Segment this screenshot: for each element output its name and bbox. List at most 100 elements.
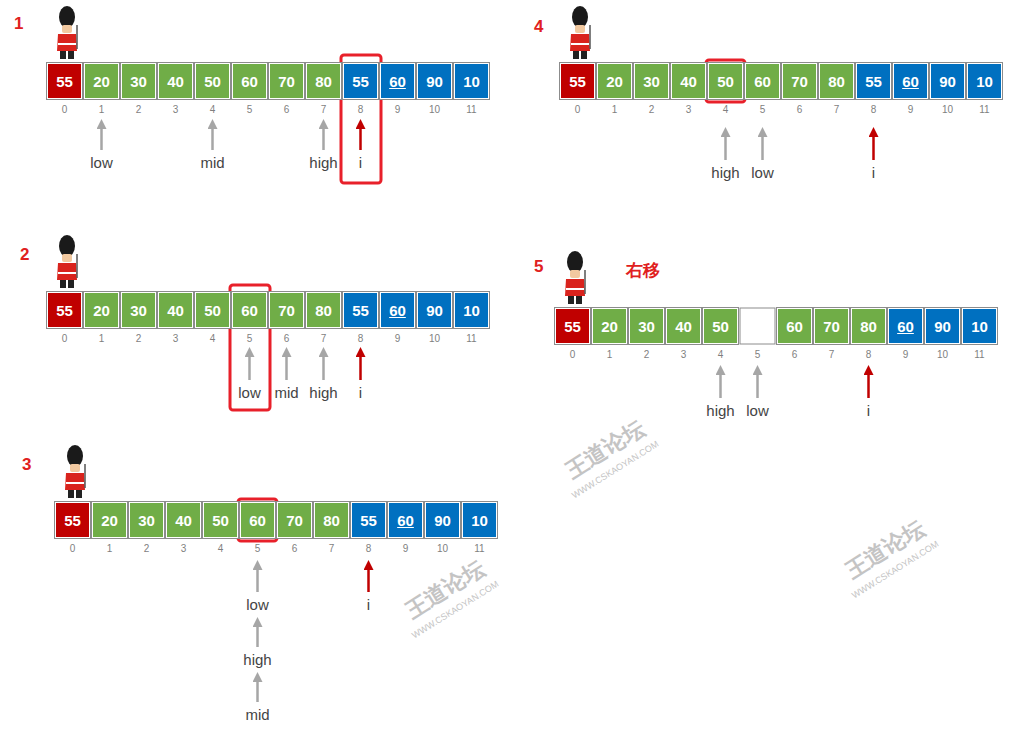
- cell-value: 90: [939, 73, 956, 90]
- cell-value: 70: [823, 318, 840, 335]
- array-cell: 20: [92, 502, 127, 538]
- cell-value: 55: [360, 512, 377, 529]
- cell-value: 30: [643, 73, 660, 90]
- array-cell: 40: [666, 308, 701, 344]
- array-index: 8: [346, 333, 376, 344]
- cell-value: 60: [786, 318, 803, 335]
- step-number: 3: [22, 455, 31, 475]
- array-cell: 50: [195, 63, 230, 99]
- array-cell: 55: [555, 308, 590, 344]
- array-index: 4: [198, 333, 228, 344]
- cell-value: 55: [64, 512, 81, 529]
- guard-icon: [57, 235, 77, 288]
- array-cell: 70: [277, 502, 312, 538]
- cell-value: 50: [712, 318, 729, 335]
- cell-value: 30: [130, 302, 147, 319]
- array-cell: 55: [55, 502, 90, 538]
- cell-value: 10: [471, 512, 488, 529]
- guard-icon: [57, 6, 77, 59]
- pointer-arrow: [322, 352, 325, 380]
- cell-value: 80: [828, 73, 845, 90]
- cell-value: 90: [434, 512, 451, 529]
- pointer-label: i: [339, 596, 399, 613]
- cell-value: 60: [241, 73, 258, 90]
- pointer-arrow: [100, 124, 103, 150]
- step-number: 5: [534, 257, 543, 277]
- pointer-label: mid: [183, 154, 243, 171]
- cell-value: 40: [175, 512, 192, 529]
- pointer-label: i: [844, 164, 904, 181]
- array-cell: 90: [925, 308, 960, 344]
- cell-value: 90: [426, 73, 443, 90]
- array-index: 9: [383, 333, 413, 344]
- array-cell: 90: [425, 502, 460, 538]
- cell-value: 40: [675, 318, 692, 335]
- array-index: 9: [896, 104, 926, 115]
- pointer-arrow: [359, 352, 362, 380]
- pointer-arrow: [867, 370, 870, 398]
- array-cell: 60: [388, 502, 423, 538]
- array-cell: 40: [671, 63, 706, 99]
- cell-value: 80: [315, 302, 332, 319]
- cell-value: 20: [606, 73, 623, 90]
- highlight-frame: [706, 60, 745, 102]
- array-cell: 10: [462, 502, 497, 538]
- array-cell: 60: [380, 292, 415, 328]
- array-index: 0: [50, 104, 80, 115]
- pointer-label: low: [733, 164, 793, 181]
- empty-cell: [740, 308, 775, 344]
- array-cell: 55: [47, 63, 82, 99]
- cell-value: 50: [212, 512, 229, 529]
- array-cell: 50: [203, 502, 238, 538]
- array-cell: 40: [158, 292, 193, 328]
- array-index: 4: [206, 543, 236, 554]
- array-cell: 60: [240, 502, 275, 538]
- array-index: 8: [854, 349, 884, 360]
- array-index: 10: [933, 104, 963, 115]
- array-cell: 60: [745, 63, 780, 99]
- array-index: 7: [822, 104, 852, 115]
- array-index: 7: [309, 333, 339, 344]
- cell-value: 55: [569, 73, 586, 90]
- array-index: 9: [391, 543, 421, 554]
- cell-value: 60: [389, 302, 406, 319]
- array-index: 2: [124, 333, 154, 344]
- array-cell: 60: [232, 63, 267, 99]
- array-index: 2: [637, 104, 667, 115]
- pointer-arrow: [248, 352, 251, 380]
- array-index: 1: [595, 349, 625, 360]
- array-index: 0: [50, 333, 80, 344]
- array-index: 3: [161, 104, 191, 115]
- array-index: 0: [563, 104, 593, 115]
- array-index: 10: [928, 349, 958, 360]
- cell-value: 55: [56, 302, 73, 319]
- array-cell: 50: [708, 63, 743, 99]
- cell-value: 10: [976, 73, 993, 90]
- array-index: 0: [558, 349, 588, 360]
- array-index: 10: [420, 104, 450, 115]
- array-cell: 70: [269, 292, 304, 328]
- cell-value: 55: [865, 73, 882, 90]
- pointer-label: high: [691, 402, 751, 419]
- array-cell: 20: [84, 63, 119, 99]
- array-cell: 60: [232, 292, 267, 328]
- cell-value: 60: [897, 318, 914, 335]
- cell-value: 60: [754, 73, 771, 90]
- cell-value: 10: [463, 302, 480, 319]
- cell-value: 70: [278, 302, 295, 319]
- cell-value: 60: [397, 512, 414, 529]
- array-cell: 60: [777, 308, 812, 344]
- cell-value: 70: [278, 73, 295, 90]
- array-index: 5: [235, 333, 265, 344]
- array-cell: 70: [269, 63, 304, 99]
- array-cell: 10: [967, 63, 1002, 99]
- array-index: 11: [465, 543, 495, 554]
- array-cell: 20: [592, 308, 627, 344]
- array-cell: 55: [47, 292, 82, 328]
- cell-value: 50: [717, 73, 734, 90]
- array-cell: 80: [819, 63, 854, 99]
- array-cell: 80: [306, 63, 341, 99]
- array-cell: 30: [129, 502, 164, 538]
- array-index: 3: [669, 349, 699, 360]
